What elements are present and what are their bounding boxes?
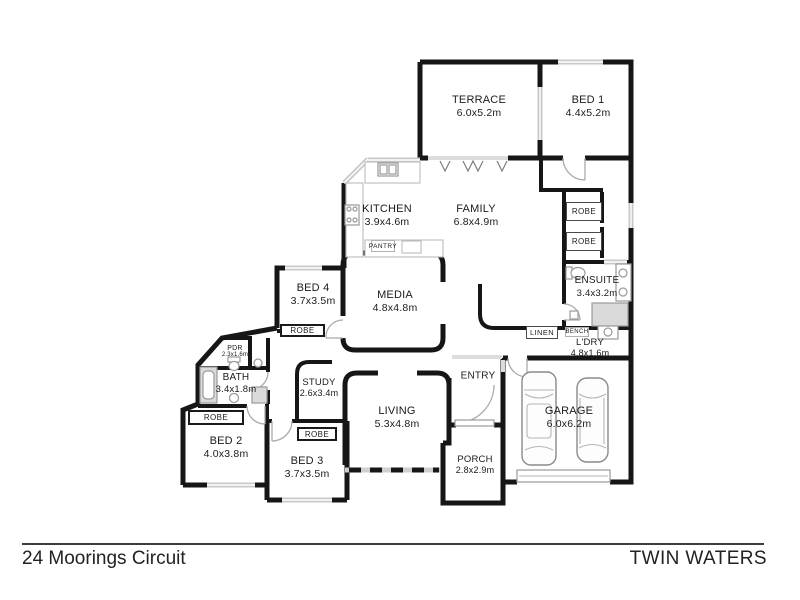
garage-door-icon: [516, 469, 611, 483]
walls: [180, 59, 634, 506]
robe-box-bed3: ROBE: [297, 427, 337, 441]
pantry-box: PANTRY: [369, 240, 397, 252]
robe-box-hall-bottom: ROBE: [566, 232, 602, 251]
robe-box-bed4: ROBE: [280, 324, 325, 337]
kitchen-sink-icon: [377, 162, 399, 177]
bath-fixtures: [199, 366, 268, 404]
linen-box: LINEN: [526, 326, 558, 339]
robe-box-bed2: ROBE: [188, 410, 244, 425]
footer-divider: [22, 543, 764, 545]
bifold-door-icon: [439, 159, 508, 173]
entry-door-icon: [454, 384, 495, 427]
car-icon: [576, 377, 609, 463]
ensuite-fixtures: [565, 263, 632, 327]
room-label-entry: ENTRY: [460, 370, 496, 382]
pdr-toilet-icon: [227, 356, 263, 372]
bench-box: BENCH: [565, 327, 589, 337]
laundry-tub-icon: [597, 325, 619, 340]
windows: [207, 59, 634, 503]
car-icon: [521, 371, 557, 466]
property-suburb: TWIN WATERS: [629, 548, 767, 569]
cooktop-icon: [344, 204, 360, 226]
robe-box-hall-top: ROBE: [566, 202, 602, 221]
property-address: 24 Moorings Circuit: [22, 548, 186, 569]
